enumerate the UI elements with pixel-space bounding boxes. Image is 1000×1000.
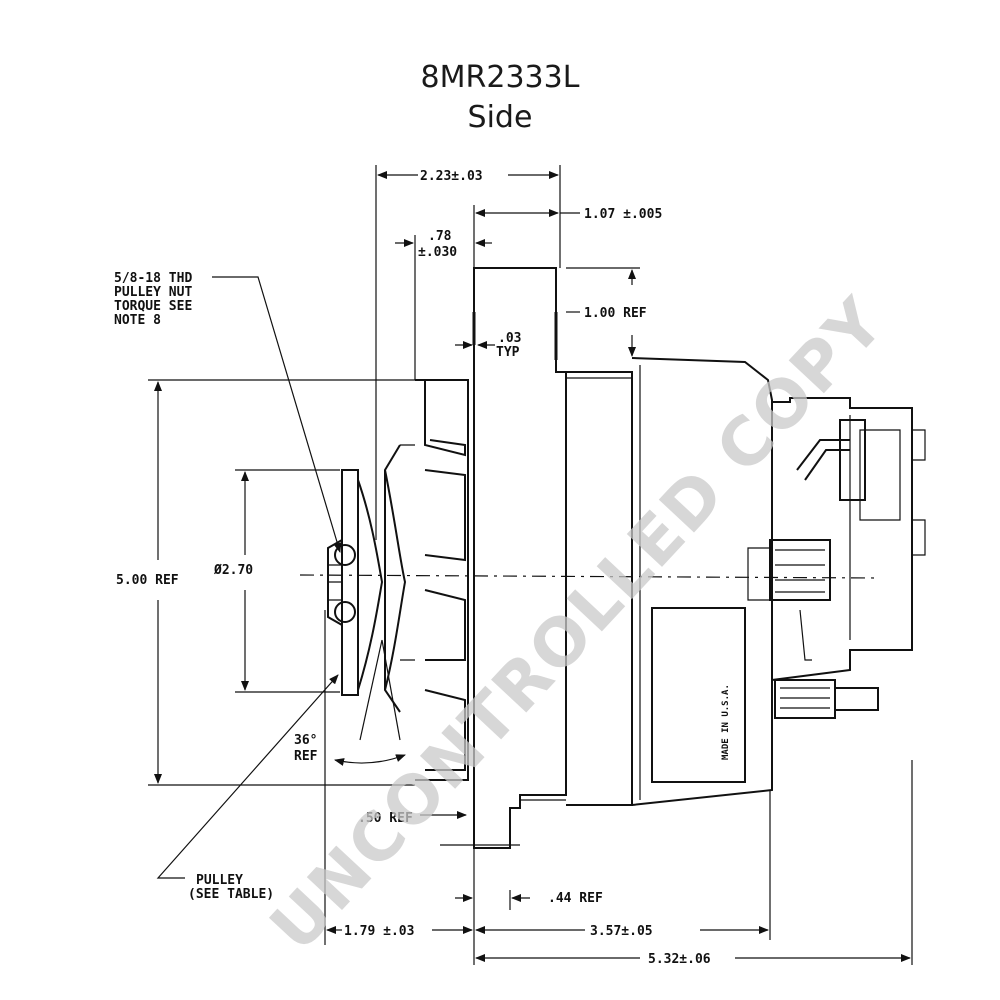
note-pulley-nut-line-2: PULLEY NUT xyxy=(114,285,192,300)
dim-ear-height: 1.00 REF xyxy=(584,306,647,321)
note-pulley-nut-line-3: TORQUE SEE xyxy=(114,299,192,314)
shaft-centerline xyxy=(299,574,881,579)
nameplate-text: MADE IN U.S.A. xyxy=(721,684,731,760)
dim-mount-ear-width: 1.07 ±.005 xyxy=(584,207,662,222)
note-pulley-line-1: PULLEY xyxy=(196,873,243,888)
pulley xyxy=(327,444,407,713)
alternator-outline xyxy=(473,267,926,849)
note-pulley-nut-line-1: 5/8-18 THD xyxy=(114,271,192,286)
diagram-title: 8MR2333L xyxy=(420,60,580,95)
dimension-labels: 2.23±.03 1.07 ±.005 .78 ±.030 1.00 REF .… xyxy=(114,169,731,967)
diagram-subtitle: Side xyxy=(467,100,533,135)
dim-groove-angle-ref: REF xyxy=(294,749,318,764)
dim-gap: .03 xyxy=(498,331,521,346)
dim-overall-length: 5.32±.06 xyxy=(648,952,711,967)
dim-fan-offset: .78 xyxy=(428,229,452,244)
dim-fan-offset-tol: ±.030 xyxy=(418,245,457,260)
dim-overall-front: 2.23±.03 xyxy=(420,169,483,184)
dim-ear-to-rear: 3.57±.05 xyxy=(590,924,653,939)
dimension-lines xyxy=(148,165,913,965)
dim-pulley-diameter: Ø2.70 xyxy=(213,563,253,578)
note-pulley-line-2: (SEE TABLE) xyxy=(188,887,274,902)
dim-pulley-to-ear: 1.79 ±.03 xyxy=(344,924,414,939)
dim-gap-typ: TYP xyxy=(496,345,520,360)
dim-partial-ref: .50 REF xyxy=(358,811,413,826)
cooling-fan xyxy=(400,379,469,781)
dim-groove-angle: 36° xyxy=(294,733,317,748)
note-pulley-nut-line-4: NOTE 8 xyxy=(114,313,161,328)
uncontrolled-copy-watermark: UNCONTROLLED COPY xyxy=(255,283,899,966)
dim-height: 5.00 REF xyxy=(116,573,179,588)
dim-ear-offset: .44 REF xyxy=(548,891,603,906)
